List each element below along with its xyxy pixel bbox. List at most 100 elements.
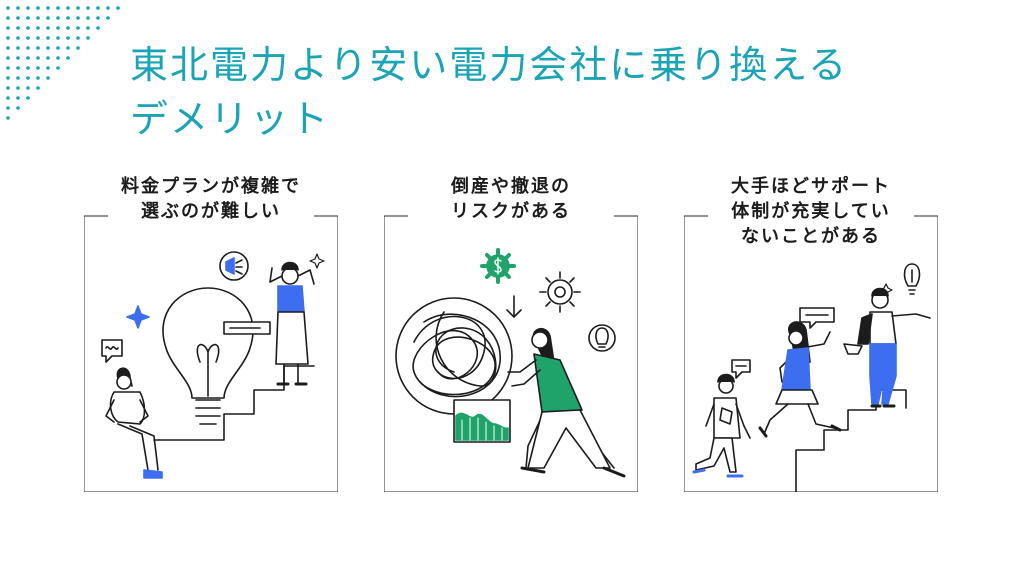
decorative-dot bbox=[26, 56, 30, 60]
decorative-dot bbox=[26, 86, 30, 90]
decorative-dot bbox=[16, 56, 20, 60]
decorative-dot bbox=[76, 16, 80, 20]
card-frame bbox=[684, 215, 938, 492]
decorative-dot bbox=[26, 26, 30, 30]
decorative-dot bbox=[46, 6, 50, 10]
decorative-dot bbox=[16, 66, 20, 70]
person-pointing bbox=[843, 287, 931, 408]
decorative-dot bbox=[66, 16, 70, 20]
decorative-dot bbox=[46, 36, 50, 40]
illustration-climbing-stairs bbox=[692, 263, 931, 492]
decorative-dot bbox=[36, 86, 40, 90]
down-arrow-icon bbox=[506, 295, 522, 318]
lightbulb-icon bbox=[588, 324, 616, 352]
decorative-dot bbox=[46, 16, 50, 20]
decorative-dot bbox=[16, 76, 20, 80]
decorative-dot bbox=[16, 46, 20, 50]
card-limited-support: 大手ほどサポート 体制が充実してい ないことがある bbox=[684, 172, 938, 492]
decorative-dot bbox=[66, 46, 70, 50]
card-bankruptcy-risk: 倒産や撤退の リスクがある bbox=[384, 172, 638, 492]
decorative-dot bbox=[16, 36, 20, 40]
decorative-dot bbox=[86, 16, 90, 20]
decorative-dot bbox=[56, 66, 60, 70]
decorative-dot bbox=[6, 66, 10, 70]
decorative-dot bbox=[36, 76, 40, 80]
decorative-dot bbox=[36, 46, 40, 50]
card-frame bbox=[384, 215, 638, 492]
decorative-dot bbox=[26, 16, 30, 20]
decorative-dot bbox=[86, 6, 90, 10]
decorative-dot bbox=[106, 6, 110, 10]
decorative-dot bbox=[46, 76, 50, 80]
decorative-dot bbox=[56, 46, 60, 50]
decorative-dot bbox=[16, 26, 20, 30]
decorative-dot bbox=[16, 96, 20, 100]
illustration-lightbulb-people bbox=[101, 251, 325, 479]
decorative-dot bbox=[66, 26, 70, 30]
megaphone-icon bbox=[219, 251, 249, 281]
decorative-dot bbox=[56, 16, 60, 20]
decorative-dot bbox=[116, 6, 120, 10]
decorative-dot bbox=[16, 86, 20, 90]
sparkle-icon bbox=[126, 305, 150, 329]
decorative-dot bbox=[76, 26, 80, 30]
gear-icon bbox=[539, 271, 581, 313]
decorative-dot bbox=[26, 96, 30, 100]
decorative-dot bbox=[46, 26, 50, 30]
person-standing bbox=[269, 261, 315, 386]
decorative-dot bbox=[6, 106, 10, 110]
decorative-dot bbox=[36, 6, 40, 10]
decorative-dot bbox=[96, 6, 100, 10]
decorative-dot bbox=[16, 16, 20, 20]
decorative-dot bbox=[106, 16, 110, 20]
decorative-dot bbox=[66, 56, 70, 60]
decorative-dot bbox=[26, 6, 30, 10]
decorative-dot bbox=[56, 26, 60, 30]
decorative-dot bbox=[26, 76, 30, 80]
card-title: 倒産や撤退の リスクがある bbox=[451, 176, 571, 222]
decorative-dot bbox=[36, 26, 40, 30]
decorative-dot bbox=[6, 36, 10, 40]
decorative-dot bbox=[6, 46, 10, 50]
decorative-dot bbox=[26, 36, 30, 40]
decorative-dot bbox=[6, 96, 10, 100]
person-pushing bbox=[507, 328, 626, 478]
person-running bbox=[758, 321, 842, 438]
page-title-line1: 東北電力より安い電力会社に乗り換える bbox=[130, 43, 849, 87]
tangle-ball bbox=[395, 297, 513, 415]
decorative-dot bbox=[76, 6, 80, 10]
decorative-dot bbox=[96, 16, 100, 20]
decorative-dot bbox=[76, 36, 80, 40]
illustration-tangle-pushing bbox=[395, 248, 626, 478]
decorative-dot bbox=[36, 56, 40, 60]
person-sitting bbox=[105, 367, 163, 479]
decorative-dot bbox=[36, 16, 40, 20]
decorative-dot-pattern bbox=[6, 6, 120, 120]
decorative-dot bbox=[96, 26, 100, 30]
card-frame bbox=[84, 215, 338, 492]
decorative-dot bbox=[56, 36, 60, 40]
decorative-dot bbox=[26, 66, 30, 70]
decorative-dot bbox=[66, 6, 70, 10]
decorative-dot bbox=[6, 16, 10, 20]
decorative-dot bbox=[46, 56, 50, 60]
decorative-dot bbox=[66, 36, 70, 40]
decorative-dot bbox=[6, 86, 10, 90]
card-title: 料金プランが複雑で 選ぶのが難しい bbox=[121, 176, 301, 222]
lightbulb-icon bbox=[162, 287, 254, 425]
decorative-dot bbox=[6, 116, 10, 120]
decorative-dot bbox=[86, 26, 90, 30]
card-complex-plans: 料金プランが複雑で 選ぶのが難しい bbox=[84, 172, 338, 492]
decorative-dot bbox=[6, 76, 10, 80]
person-walking bbox=[692, 373, 751, 478]
lightbulb-icon bbox=[903, 263, 921, 295]
speech-bubble-icon bbox=[731, 307, 835, 379]
decorative-dot bbox=[76, 46, 80, 50]
speech-bubble-icon bbox=[101, 339, 123, 363]
chart-icon bbox=[453, 399, 511, 443]
decorative-dot bbox=[86, 36, 90, 40]
decorative-dot bbox=[16, 106, 20, 110]
decorative-dot bbox=[36, 66, 40, 70]
decorative-dot bbox=[56, 6, 60, 10]
decorative-dot bbox=[6, 6, 10, 10]
